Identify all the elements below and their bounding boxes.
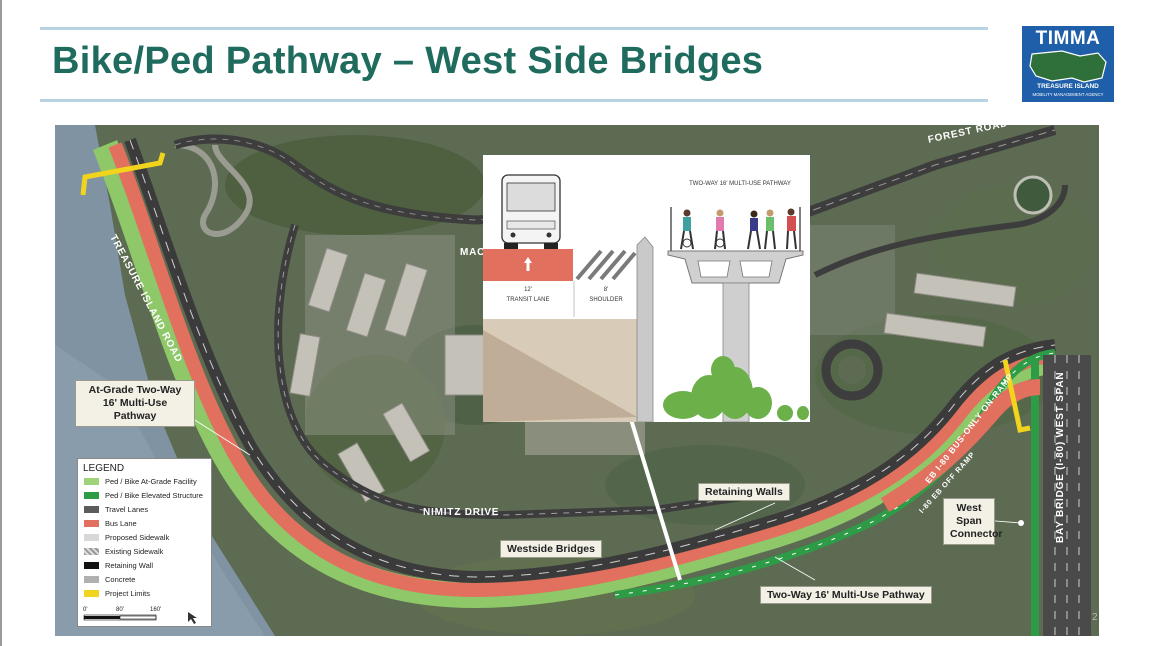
pathway-title: TWO-WAY 16' MULTI-USE PATHWAY xyxy=(689,181,791,187)
legend-item: Ped / Bike Elevated Structure xyxy=(84,491,212,501)
label-westside-bridges: Westside Bridges xyxy=(500,540,602,558)
legend-swatch xyxy=(84,492,99,499)
scale-0: 0' xyxy=(83,607,88,613)
timma-logo: TIMMA TREASURE ISLAND MOBILITY MANAGEMEN… xyxy=(1022,26,1114,102)
legend-swatch xyxy=(84,534,99,541)
shrubs-icon xyxy=(663,356,809,421)
legend-swatch xyxy=(84,548,99,555)
label-west-span-connector: West Span Connector xyxy=(943,498,1003,545)
map-legend: LEGEND Ped / Bike At-Grade Facility Ped … xyxy=(77,458,212,627)
legend-item: Bus Lane xyxy=(84,519,212,529)
legend-item: Retaining Wall xyxy=(84,561,212,571)
label-two-way-pathway: Two-Way 16' Multi-Use Pathway xyxy=(760,586,932,604)
slide-title: Bike/Ped Pathway – West Side Bridges xyxy=(52,40,764,82)
lane-width: 12' xyxy=(524,287,532,293)
logo-tagline: MOBILITY MANAGEMENT AGENCY xyxy=(1032,92,1104,97)
island-icon xyxy=(1029,50,1107,83)
legend-label: Proposed Sidewalk xyxy=(105,533,170,542)
road-label-bay-bridge: BAY BRIDGE (I-80) WEST SPAN xyxy=(1055,371,1066,543)
cross-section-inset: TWO-WAY 16' MULTI-USE PATHWAY 12' TRANSI… xyxy=(483,155,810,422)
lane-label: TRANSIT LANE xyxy=(506,297,550,303)
legend-swatch xyxy=(84,590,99,597)
aerial-map: TREASURE ISLAND ROAD FOREST ROAD NIMITZ … xyxy=(55,125,1099,636)
scale-bar xyxy=(83,612,197,624)
scale-160: 160' xyxy=(150,607,162,613)
legend-label: Ped / Bike At-Grade Facility xyxy=(105,477,197,486)
cross-section-drawing xyxy=(483,174,809,422)
north-arrow-icon xyxy=(188,612,197,624)
legend-swatch xyxy=(84,576,99,583)
legend-label: Existing Sidewalk xyxy=(105,547,164,556)
legend-item: Proposed Sidewalk xyxy=(84,533,212,543)
legend-swatch xyxy=(84,478,99,485)
title-rule-top xyxy=(40,27,988,30)
road-label-macalla: MACA xyxy=(460,247,494,258)
title-rule-bottom xyxy=(40,99,988,102)
page-number: 2 xyxy=(1092,612,1098,623)
legend-item: Existing Sidewalk xyxy=(84,547,212,557)
legend-swatch xyxy=(84,506,99,513)
scale-80: 80' xyxy=(116,607,124,613)
label-at-grade-pathway: At-Grade Two-Way 16' Multi-Use Pathway xyxy=(75,380,195,427)
legend-label: Concrete xyxy=(105,575,136,584)
logo-name: TIMMA xyxy=(1035,28,1101,49)
slide-left-edge xyxy=(0,0,2,646)
legend-title: LEGEND xyxy=(83,463,125,474)
road-label-nimitz: NIMITZ DRIVE xyxy=(423,507,500,518)
bus-icon xyxy=(501,174,561,249)
legend-label: Bus Lane xyxy=(105,519,137,528)
legend-label: Retaining Wall xyxy=(105,561,154,570)
legend-swatch xyxy=(84,520,99,527)
legend-label: Project Limits xyxy=(105,589,151,598)
shoulder-width: 8' xyxy=(603,287,609,293)
logo-subtitle: TREASURE ISLAND xyxy=(1037,83,1099,90)
legend-swatch xyxy=(84,562,99,569)
legend-item: Travel Lanes xyxy=(84,505,212,515)
legend-item: Concrete xyxy=(84,575,212,585)
label-retaining-walls: Retaining Walls xyxy=(698,483,790,501)
legend-item: Project Limits xyxy=(84,589,212,599)
legend-item: Ped / Bike At-Grade Facility xyxy=(84,477,212,487)
legend-label: Ped / Bike Elevated Structure xyxy=(105,491,203,500)
legend-label: Travel Lanes xyxy=(105,505,149,514)
pedestrians-icon xyxy=(680,208,797,250)
shoulder-label: SHOULDER xyxy=(589,297,623,303)
